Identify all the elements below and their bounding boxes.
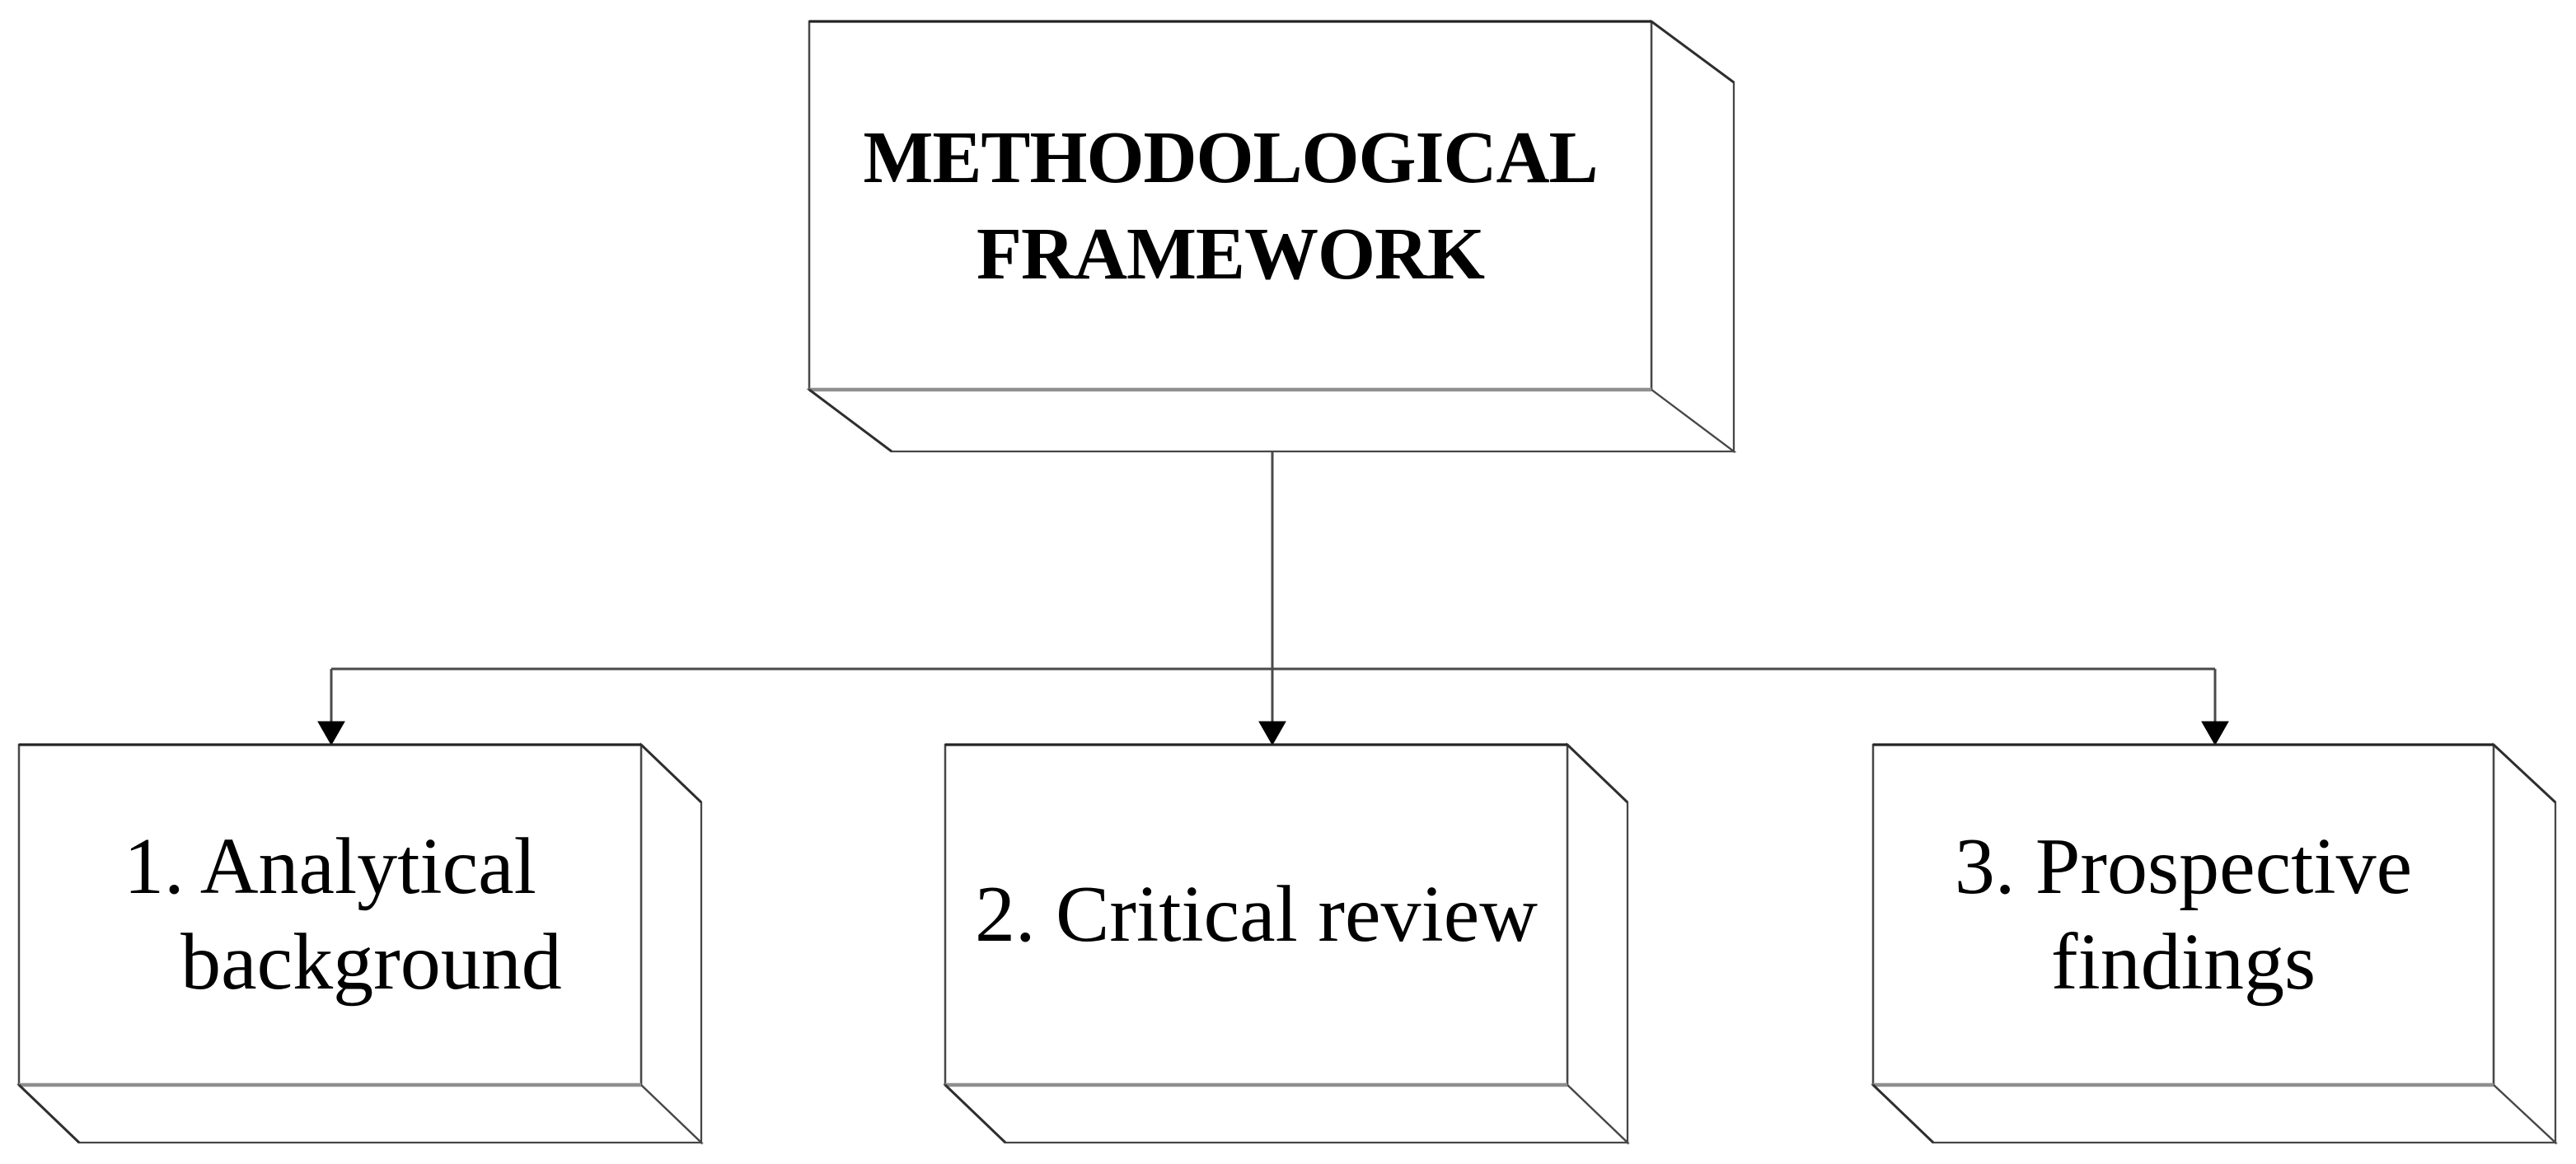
child-box-2-depth-bottom: [943, 1083, 1630, 1144]
child-box-2-shape: [943, 742, 1630, 1145]
root-box-shape: [806, 19, 1737, 454]
child-box-3-depth-right: [2492, 742, 2557, 1145]
child-box-2-top-right-diagonal: [1566, 743, 1629, 804]
connector-tree: [317, 451, 2229, 746]
child-box-1-face: [17, 743, 643, 1087]
child-box-3-bottom-left-diagonal: [1871, 1083, 1935, 1144]
child-box-3-depth-bottom: [1871, 1083, 2558, 1144]
child-box-3-top-right-diagonal: [2492, 743, 2557, 804]
root-box-face: [808, 20, 1653, 391]
child-box-2-depth-right: [1566, 742, 1629, 1145]
root-box-depth-right: [1650, 19, 1735, 454]
child-box-3-face: [1871, 743, 2495, 1087]
child-box-1-depth-right: [639, 742, 703, 1145]
child-box-1-shape: [16, 742, 704, 1145]
child-box-2-face: [944, 743, 1569, 1087]
down-arrowhead-icon-left: [317, 721, 345, 746]
child-box-2-bottom-left-diagonal: [944, 1083, 1007, 1144]
down-arrowhead-icon-right: [2201, 721, 2229, 746]
root-box-top-right-diagonal: [1651, 20, 1735, 84]
root-box-bottom-left-diagonal: [808, 388, 892, 453]
root-box-depth-bottom: [806, 388, 1737, 453]
child-box-1-bottom-left-diagonal: [17, 1083, 81, 1144]
down-arrowhead-icon-center: [1258, 721, 1286, 746]
child-box-3-shape: [1871, 742, 2558, 1145]
child-box-1-depth-bottom: [16, 1083, 704, 1144]
child-box-1-top-right-diagonal: [639, 743, 703, 804]
